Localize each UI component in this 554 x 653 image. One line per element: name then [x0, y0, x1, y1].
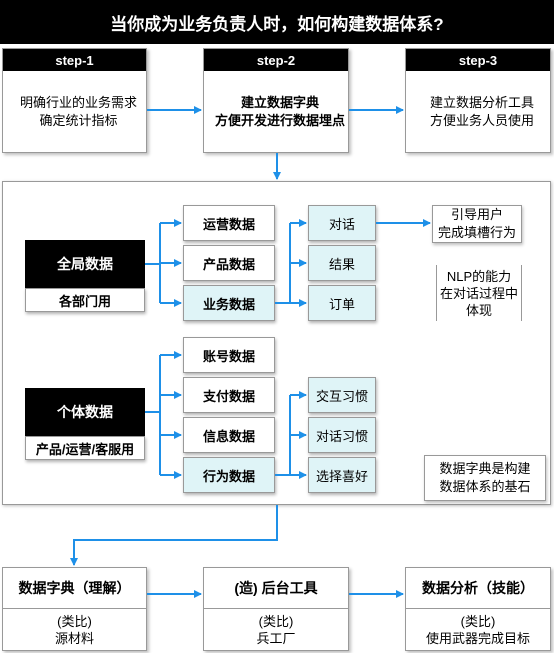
dialogue-leaf: 对话: [308, 205, 376, 241]
bottom-dictionary-head: 数据字典（理解）: [3, 568, 146, 609]
step-1-text: 明确行业的业务需求确定统计指标: [3, 71, 154, 152]
data-dictionary-foundation-note: 数据字典是构建数据体系的基石: [424, 455, 546, 501]
global-data-subtitle: 各部门用: [25, 288, 145, 312]
step-3-box: step-3 建立数据分析工具方便业务人员使用: [405, 48, 551, 153]
step-2-box: step-2 建立数据字典方便开发进行数据埋点: [203, 48, 349, 153]
foundation-note-line1: 数据字典是构建: [439, 461, 531, 476]
step-3-line2: 方便业务人员使用: [429, 112, 534, 128]
bottom-analysis-body: (类比) 使用武器完成目标: [406, 609, 550, 650]
product-data-node: 产品数据: [183, 245, 275, 281]
guide-note-line1: 引导用户: [450, 207, 503, 222]
step-1-line1: 明确行业的业务需求: [19, 94, 137, 110]
result-leaf: 结果: [308, 245, 376, 281]
bottom-dictionary-body: (类比) 源材料: [3, 609, 146, 650]
step-2-text: 建立数据字典方便开发进行数据埋点: [204, 71, 356, 152]
bottom-box-backend-tools: (造) 后台工具 (类比) 兵工厂: [203, 567, 349, 651]
choice-preference-leaf: 选择喜好: [308, 457, 376, 493]
step-1-box: step-1 明确行业的业务需求确定统计指标: [2, 48, 147, 153]
bottom-tools-head: (造) 后台工具: [204, 568, 348, 609]
personal-data-title: 个体数据: [25, 388, 145, 436]
interaction-habit-leaf: 交互习惯: [308, 377, 376, 413]
guide-user-note: 引导用户完成填槽行为: [432, 205, 522, 243]
nlp-ability-note: NLP的能力在对话过程中体现: [436, 265, 522, 321]
account-data-node: 账号数据: [183, 337, 275, 373]
order-leaf: 订单: [308, 285, 376, 321]
business-data-node: 业务数据: [183, 285, 275, 321]
info-data-node: 信息数据: [183, 417, 275, 453]
page-title: 当你成为业务负责人时，如何构建数据体系?: [0, 0, 554, 44]
bottom-tools-line1: (类比): [258, 613, 294, 629]
nlp-note-line3: 体现: [465, 302, 492, 318]
foundation-note-line2: 数据体系的基石: [439, 479, 531, 494]
bottom-dictionary-line2: 源材料: [54, 630, 94, 646]
bottom-analysis-line2: 使用武器完成目标: [425, 630, 530, 646]
personal-data-subtitle: 产品/运营/客服用: [25, 436, 145, 460]
global-data-title: 全局数据: [25, 240, 145, 288]
payment-data-node: 支付数据: [183, 377, 275, 413]
operations-data-node: 运营数据: [183, 205, 275, 241]
step-2-line1: 建立数据字典: [240, 94, 319, 110]
nlp-note-line2: 在对话过程中: [439, 285, 518, 301]
step-3-text: 建立数据分析工具方便业务人员使用: [406, 71, 554, 152]
bottom-dictionary-line1: (类比): [57, 613, 92, 629]
bottom-analysis-head: 数据分析（技能）: [406, 568, 550, 609]
behavior-data-node: 行为数据: [183, 457, 275, 493]
step-1-label: step-1: [3, 49, 146, 71]
step-3-label: step-3: [406, 49, 550, 71]
bottom-analysis-line1: (类比): [460, 613, 496, 629]
step-3-line1: 建立数据分析工具: [429, 94, 534, 110]
step-2-line2: 方便开发进行数据埋点: [214, 112, 345, 128]
nlp-note-line1: NLP的能力: [446, 268, 512, 284]
bottom-tools-line2: 兵工厂: [256, 630, 296, 646]
bottom-box-dictionary: 数据字典（理解） (类比) 源材料: [2, 567, 147, 651]
dialogue-habit-leaf: 对话习惯: [308, 417, 376, 453]
bottom-box-data-analysis: 数据分析（技能） (类比) 使用武器完成目标: [405, 567, 551, 651]
step-2-label: step-2: [204, 49, 348, 71]
step-1-line2: 确定统计指标: [39, 112, 118, 128]
arrow-panel-to-bottom: [70, 505, 278, 566]
guide-note-line2: 完成填槽行为: [437, 225, 516, 240]
bottom-tools-body: (类比) 兵工厂: [204, 609, 348, 650]
